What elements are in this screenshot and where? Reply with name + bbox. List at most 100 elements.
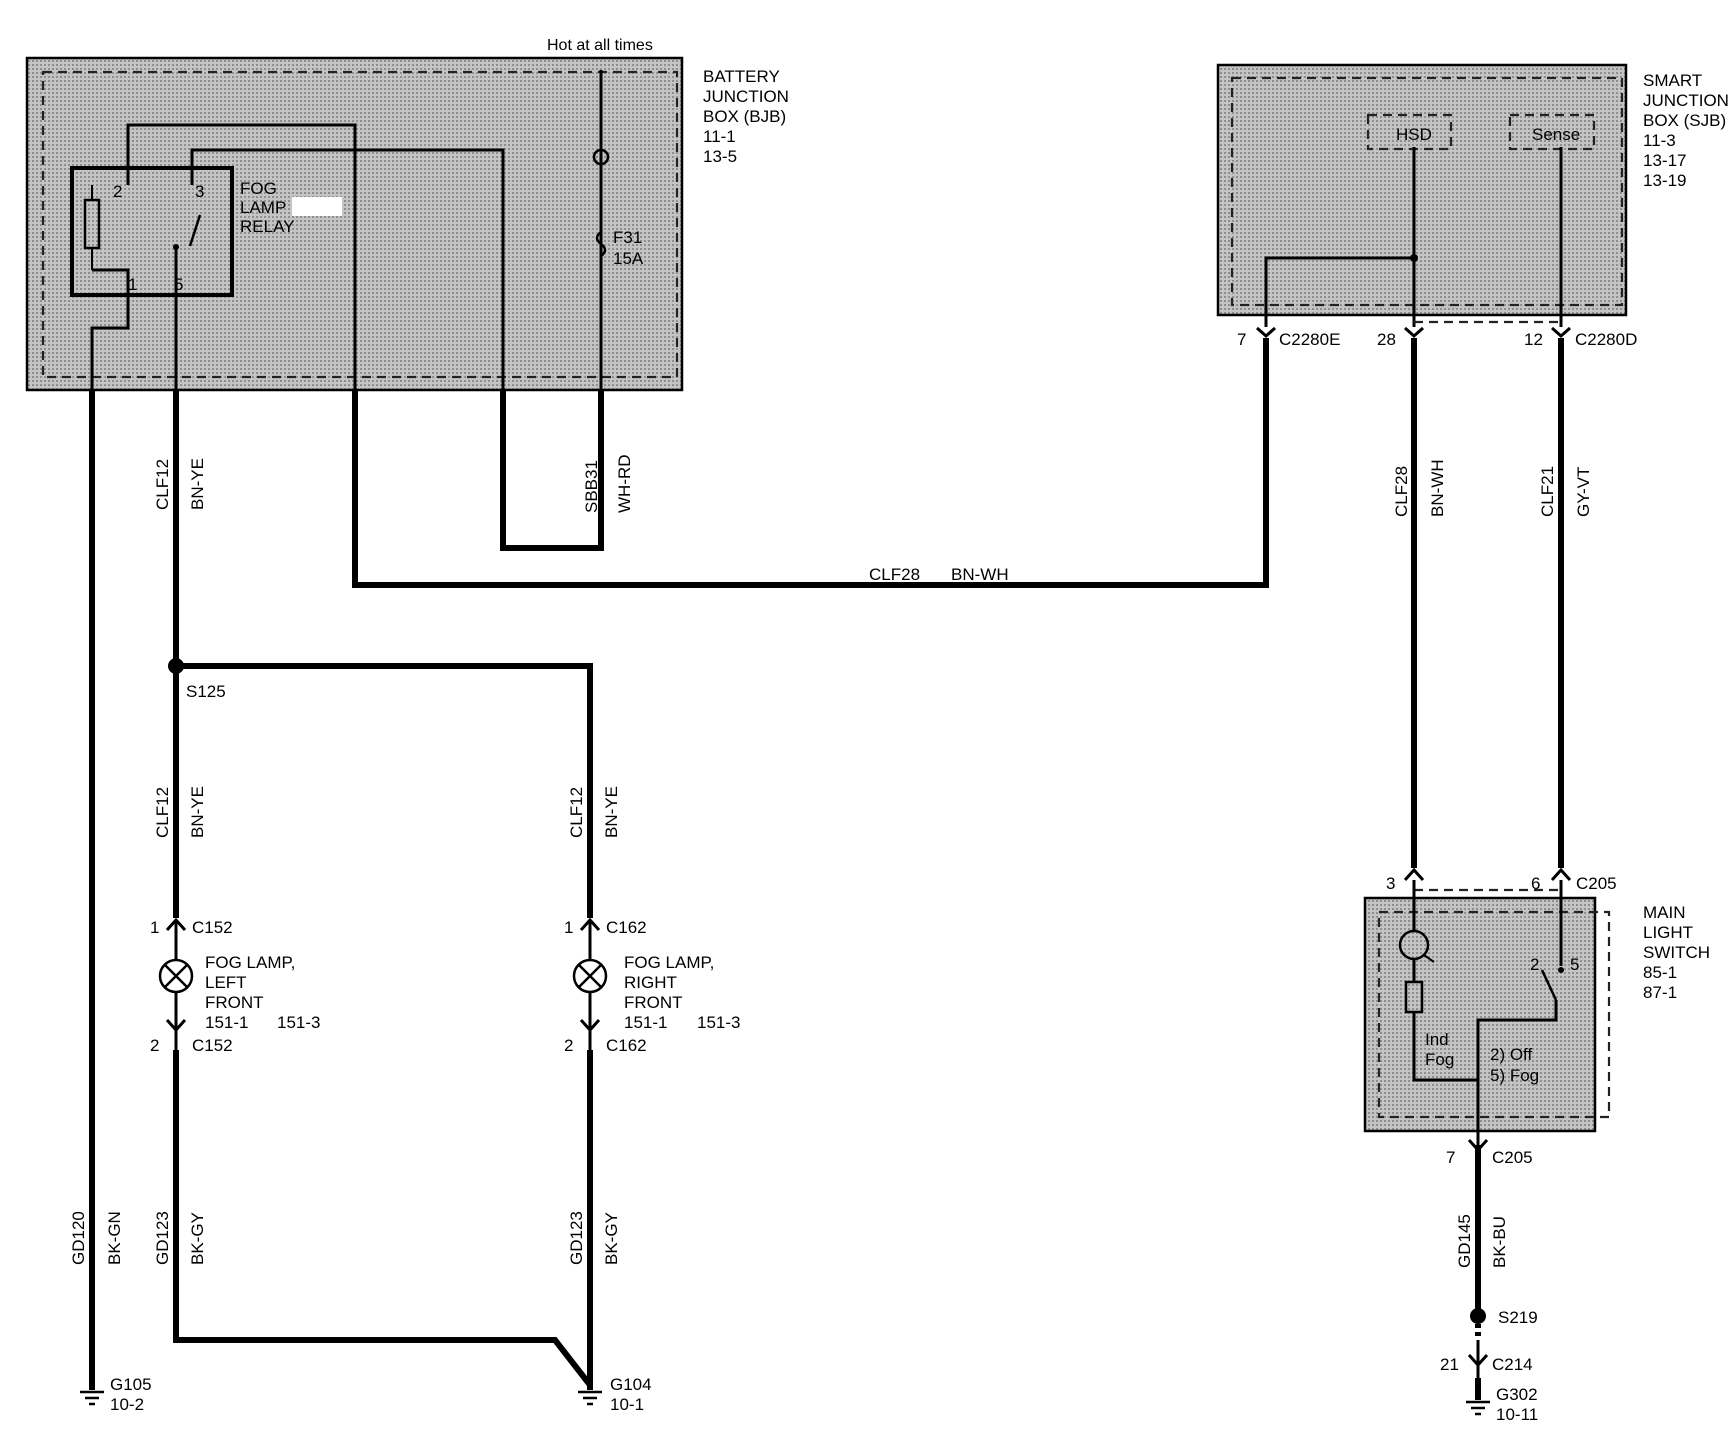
- mls-pin-5: 5: [1570, 955, 1579, 974]
- relay-contact-icon: [188, 214, 202, 247]
- splice-s125-dot: [168, 658, 184, 674]
- main-light-switch: [1363, 867, 1611, 1153]
- bjb-ref-1: 11-1: [703, 127, 736, 146]
- c205-pin-6: 6: [1531, 874, 1540, 893]
- ground-g104-icon: [578, 1390, 602, 1406]
- fuse-name: F31: [613, 228, 642, 247]
- c205-bottom-pin: 7: [1446, 1148, 1455, 1167]
- wire-clf12-right: CLF12: [567, 787, 586, 838]
- harness-wires: [89, 338, 1564, 1400]
- lamp-right-ref1: 151-1: [624, 1013, 667, 1032]
- c2280d-label: C2280D: [1575, 330, 1637, 349]
- wire-bk-gy-left: BK-GY: [188, 1212, 207, 1265]
- sjb-ref-3: 13-19: [1643, 171, 1686, 190]
- wire-bk-bu: BK-BU: [1490, 1216, 1509, 1268]
- c2280e-label: C2280E: [1279, 330, 1340, 349]
- wire-clf28-vertical: CLF28: [1392, 466, 1411, 517]
- c2280e-pin: 7: [1237, 330, 1246, 349]
- mls-label-line2: LIGHT: [1643, 923, 1693, 942]
- mls-pin-2: 2: [1530, 955, 1539, 974]
- hot-at-all-times-label: Hot at all times: [547, 37, 653, 54]
- c205-top-label: C205: [1576, 874, 1617, 893]
- relay-pin-3: 3: [195, 182, 204, 201]
- c162-top-pin: 1: [564, 918, 573, 937]
- lamp-left-ref1: 151-1: [205, 1013, 248, 1032]
- relay-pin-5: 5: [174, 275, 183, 294]
- c152-top-label: C152: [192, 918, 233, 937]
- connector-arrows-c2280: [1256, 320, 1571, 339]
- c2280d-pin-28: 28: [1377, 330, 1396, 349]
- ground-g105-icon: [80, 1390, 104, 1406]
- sjb-ref-1: 11-3: [1643, 131, 1676, 150]
- relay-pin-1: 1: [128, 275, 137, 294]
- wire-gd145: GD145: [1455, 1214, 1474, 1268]
- lamp-right-line2: RIGHT: [624, 973, 677, 992]
- fuse-rating: 15A: [613, 249, 644, 268]
- c205-bottom-label: C205: [1492, 1148, 1533, 1167]
- lamp-left-line1: FOG LAMP,: [205, 953, 295, 972]
- splice-s125-label: S125: [186, 682, 226, 701]
- wire-bn-wh-horizontal: BN-WH: [951, 565, 1009, 584]
- relay-label-line2: LAMP: [240, 198, 286, 217]
- splice-s219-label: S219: [1498, 1308, 1538, 1327]
- mls-label-line1: MAIN: [1643, 903, 1686, 922]
- lamp-left-line3: FRONT: [205, 993, 264, 1012]
- mls-ref-2: 87-1: [1643, 983, 1677, 1002]
- ground-g302-ref: 10-11: [1496, 1405, 1538, 1424]
- sjb-label-line3: BOX (SJB): [1643, 111, 1726, 130]
- lamp-left-ref2: 151-3: [277, 1013, 320, 1032]
- ground-g104-ref: 10-1: [610, 1395, 644, 1414]
- sjb-label-line2: JUNCTION: [1643, 91, 1729, 110]
- fog-lamp-right: [572, 917, 608, 1050]
- mls-off-position: 2) Off: [1490, 1045, 1532, 1064]
- wire-bn-wh-vertical: BN-WH: [1428, 459, 1447, 517]
- wire-clf21: CLF21: [1538, 466, 1557, 517]
- lamp-right-line3: FRONT: [624, 993, 683, 1012]
- wire-clf12-upper: CLF12: [153, 459, 172, 510]
- wire-bn-ye-upper: BN-YE: [188, 458, 207, 510]
- relay-label-line1: FOG: [240, 179, 277, 198]
- ground-g105-ref: 10-2: [110, 1395, 144, 1414]
- wire-gd123-left: GD123: [153, 1211, 172, 1265]
- c162-bottom-pin: 2: [564, 1036, 573, 1055]
- ground-g302-label: G302: [1496, 1385, 1538, 1404]
- wire-clf12-left: CLF12: [153, 787, 172, 838]
- c214-label: C214: [1492, 1355, 1533, 1374]
- sjb-label-line1: SMART: [1643, 71, 1702, 90]
- sjb-hsd-label: HSD: [1396, 125, 1432, 144]
- c162-top-label: C162: [606, 918, 647, 937]
- mls-fog-label: Fog: [1425, 1050, 1454, 1069]
- ground-g302-icon: [1466, 1400, 1490, 1416]
- c162-bottom-label: C162: [606, 1036, 647, 1055]
- smart-junction-box: [1216, 63, 1628, 327]
- wire-bn-ye-left: BN-YE: [188, 786, 207, 838]
- bjb-label-line3: BOX (BJB): [703, 107, 786, 126]
- wire-bk-gy-right: BK-GY: [602, 1212, 621, 1265]
- lamp-right-line1: FOG LAMP,: [624, 953, 714, 972]
- c2280d-pin-12: 12: [1524, 330, 1543, 349]
- wire-bn-ye-right: BN-YE: [602, 786, 621, 838]
- wire-sbb31: SBB31: [582, 460, 601, 513]
- wire-wh-rd: WH-RD: [615, 454, 634, 513]
- c152-bottom-pin: 2: [150, 1036, 159, 1055]
- mls-fog-position: 5) Fog: [1490, 1066, 1539, 1085]
- wire-clf28-horizontal: CLF28: [869, 565, 920, 584]
- switch-contact-icon: [1540, 969, 1558, 1001]
- wire-bk-gn: BK-GN: [105, 1211, 124, 1265]
- bjb-label-line1: BATTERY: [703, 67, 780, 86]
- relay-label-line3: RELAY: [240, 217, 295, 236]
- fog-lamp-left: [158, 917, 194, 1050]
- c152-bottom-label: C152: [192, 1036, 233, 1055]
- lamp-right-ref2: 151-3: [697, 1013, 740, 1032]
- sjb-ref-2: 13-17: [1643, 151, 1686, 170]
- ground-g104-label: G104: [610, 1375, 652, 1394]
- bjb-label-line2: JUNCTION: [703, 87, 789, 106]
- c205-pin-3: 3: [1386, 874, 1395, 893]
- wire-gd120: GD120: [69, 1211, 88, 1265]
- bjb-ref-2: 13-5: [703, 147, 737, 166]
- c214-pin: 21: [1440, 1355, 1459, 1374]
- relay-pin-2: 2: [113, 182, 122, 201]
- splice-s219-dot: [1470, 1308, 1486, 1324]
- sjb-sense-label: Sense: [1532, 125, 1580, 144]
